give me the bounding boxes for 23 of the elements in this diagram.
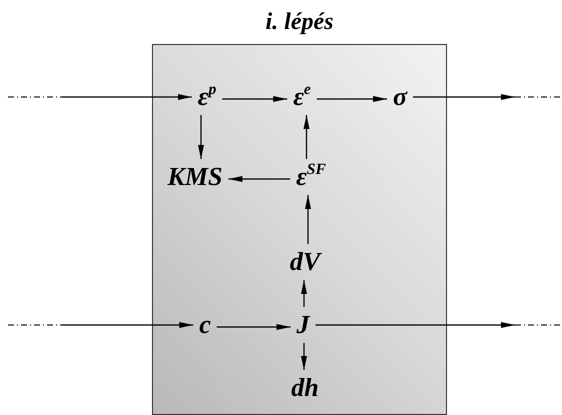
arrow xyxy=(316,96,387,102)
arrow xyxy=(228,176,290,182)
variable-symbol: J xyxy=(296,312,310,338)
arrow xyxy=(222,96,288,102)
variable-symbol: dV xyxy=(288,249,322,275)
arrow xyxy=(305,195,311,244)
variable-symbol: dh xyxy=(290,375,320,401)
arrow xyxy=(198,115,204,159)
arrow xyxy=(62,94,192,100)
arrow xyxy=(301,280,307,307)
variable-symbol: c xyxy=(198,312,212,338)
arrow xyxy=(413,94,515,100)
arrow xyxy=(62,322,194,328)
arrow xyxy=(216,324,290,330)
arrow xyxy=(301,343,307,370)
arrow xyxy=(316,322,515,328)
variable-symbol: ε$^{p}$ xyxy=(196,84,218,110)
variable-symbol: ε$^{SF}$ xyxy=(295,164,327,190)
step-title: i. lépés xyxy=(264,9,334,36)
variable-symbol: ε$^{e}$ xyxy=(292,84,312,110)
arrow xyxy=(304,115,310,159)
variable-symbol: σ xyxy=(392,84,408,110)
variable-symbol: KMS xyxy=(166,164,224,190)
